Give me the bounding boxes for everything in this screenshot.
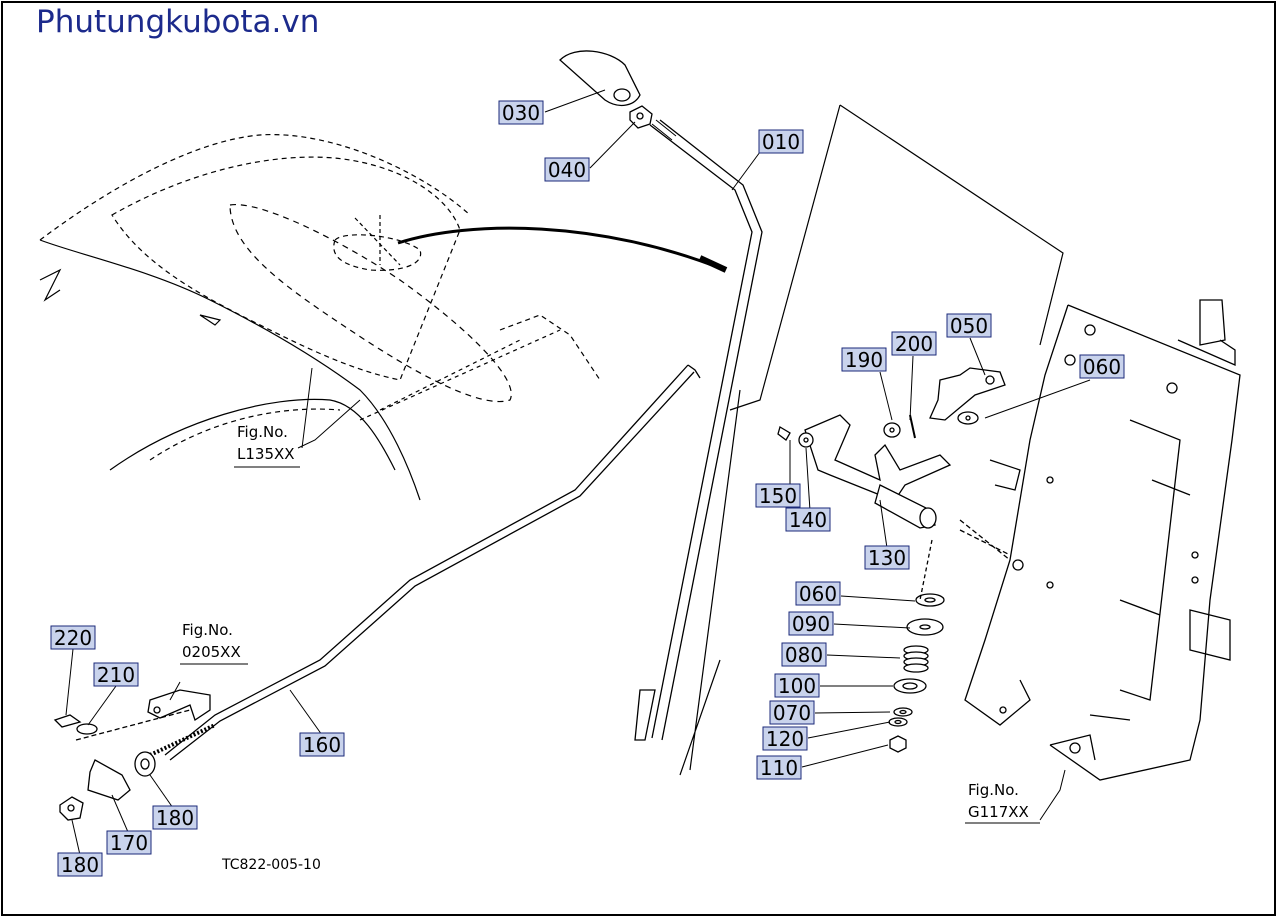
- callout-170-label: 170: [110, 831, 148, 855]
- fig-ref-0205xx-prefix: Fig.No.: [182, 621, 233, 639]
- callout-190-label: 190: [845, 348, 883, 372]
- callout-180-left-label: 180: [61, 853, 99, 877]
- fig-ref-l135xx-prefix: Fig.No.: [237, 423, 288, 441]
- throttle-cable: [397, 226, 726, 272]
- callout-130-label: 130: [868, 546, 906, 570]
- callout-060-mid: 060: [795, 581, 841, 606]
- callout-130: 130: [864, 545, 910, 570]
- fig-ref-l135xx-code: L135XX: [237, 445, 295, 463]
- callout-090: 090: [788, 611, 834, 636]
- callout-040: 040: [544, 157, 590, 182]
- callout-060-top-label: 060: [1083, 355, 1121, 379]
- callout-220: 220: [50, 625, 96, 650]
- callout-060-top: 060: [1079, 354, 1125, 379]
- callout-170: 170: [106, 830, 152, 855]
- callout-050-label: 050: [950, 314, 988, 338]
- throttle-rod: [149, 364, 701, 761]
- callout-080-label: 080: [785, 643, 823, 667]
- callout-080: 080: [781, 642, 827, 667]
- callout-060-mid-label: 060: [799, 582, 837, 606]
- callout-070: 070: [769, 700, 815, 725]
- callout-110-label: 110: [760, 756, 798, 780]
- callout-140: 140: [785, 507, 831, 532]
- lever-assembly: [777, 367, 1011, 556]
- callout-010: 010: [758, 129, 804, 154]
- drawing-code: TC822-005-10: [222, 857, 321, 873]
- fig-ref-l135xx: Fig.No. L135XX: [234, 423, 300, 468]
- callout-120: 120: [762, 726, 808, 751]
- callout-040-label: 040: [548, 158, 586, 182]
- callout-190: 190: [841, 347, 887, 372]
- fig-ref-g117xx: Fig.No. G117XX: [965, 781, 1040, 824]
- callout-180-right-label: 180: [156, 806, 194, 830]
- callout-210-label: 210: [97, 663, 135, 687]
- callout-030-label: 030: [502, 101, 540, 125]
- callout-100: 100: [774, 673, 820, 698]
- leader-lines: [65, 89, 1091, 856]
- callout-070-label: 070: [773, 701, 811, 725]
- callout-200-label: 200: [895, 332, 933, 356]
- callout-120-label: 120: [766, 727, 804, 751]
- callout-160-label: 160: [303, 733, 341, 757]
- callout-140-label: 140: [789, 508, 827, 532]
- callout-150-label: 150: [759, 484, 797, 508]
- callout-010-label: 010: [762, 130, 800, 154]
- callout-100-label: 100: [778, 674, 816, 698]
- panel-plate: [679, 104, 1064, 776]
- callout-160: 160: [299, 732, 345, 757]
- callout-150: 150: [755, 483, 801, 508]
- callout-090-label: 090: [792, 612, 830, 636]
- fig-ref-0205xx-code: 0205XX: [182, 643, 241, 661]
- callout-030: 030: [498, 100, 544, 125]
- knob: [559, 50, 641, 107]
- nut: [629, 105, 653, 129]
- callout-180-left: 180: [57, 852, 103, 877]
- callout-200: 200: [891, 331, 937, 356]
- clip-parts: [53, 689, 211, 821]
- callout-110: 110: [756, 755, 802, 780]
- callout-180-right: 180: [152, 805, 198, 830]
- callout-220-label: 220: [54, 626, 92, 650]
- fig-ref-g117xx-prefix: Fig.No.: [968, 781, 1019, 799]
- callout-050: 050: [946, 313, 992, 338]
- frame-bracket: [959, 299, 1241, 781]
- callout-210: 210: [93, 662, 139, 687]
- fig-ref-0205xx: Fig.No. 0205XX: [180, 621, 248, 665]
- throttle-lever-rod: [634, 119, 763, 741]
- spring-stack: [888, 539, 945, 753]
- hood-outline: [39, 133, 601, 501]
- watermark: Phutungkubota.vn: [36, 4, 320, 40]
- fig-ref-g117xx-code: G117XX: [968, 803, 1029, 821]
